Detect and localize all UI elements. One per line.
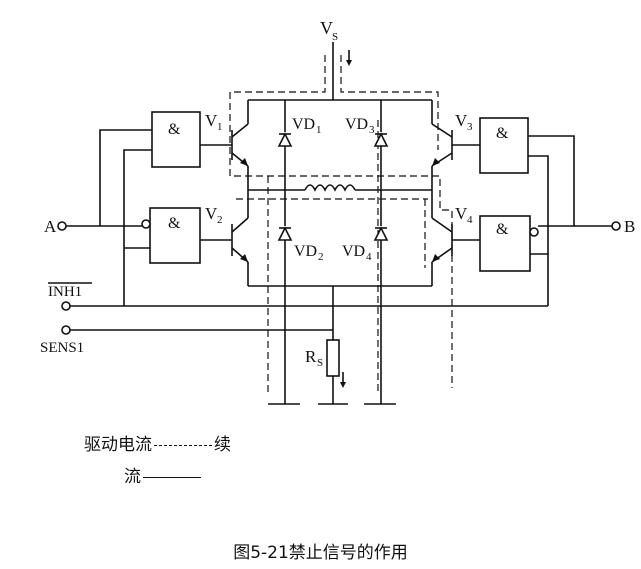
rs-label-sub: S [317,357,323,369]
v4-label: V [455,204,468,223]
ground-right [364,286,396,405]
vd1-label: VD [292,116,315,133]
diode-vd3: VD 3 [345,100,389,190]
vd4-label: VD [342,243,365,260]
motor-winding [248,184,432,192]
inh-tap-right [528,155,549,254]
and-symbol: & [496,125,509,142]
v1-label: V [205,111,218,130]
and-symbol: & [168,215,181,232]
v1-label-sub: 1 [217,121,223,133]
sens-label: SENS1 [40,340,84,356]
v2-label: V [205,204,218,223]
vd3-label: VD [345,116,368,133]
legend-drive: 驱动电流 续 [84,430,231,455]
diode-vd1: VD 1 [277,100,322,190]
v2-label-sub: 2 [217,214,223,226]
v4-label-sub: 4 [467,214,473,226]
figure-caption: 图5-21禁止信号的作用 [233,543,408,563]
transistor-v1: V 1 [200,100,249,190]
legend-cont-text-a: 续 [214,435,231,455]
diode-vd2: VD 2 [277,190,324,286]
and-symbol: & [168,121,181,138]
vs-label-sub: S [332,31,338,43]
legend-cont-line [143,476,201,478]
and-gate-lower-left: & [141,207,201,264]
transistor-v4: V 4 [431,190,480,286]
vd2-label: VD [294,243,317,260]
vd3-label-sub: 3 [369,124,375,136]
vd1-label-sub: 1 [316,124,322,136]
and-gate-upper-right: & [479,117,529,174]
drive-current-path [229,55,453,395]
transistor-v2: V 2 [200,190,249,286]
input-a: A [44,129,152,236]
input-b: B [574,217,635,236]
and-symbol: & [496,221,509,238]
vd2-label-sub: 2 [318,251,324,263]
b-label: B [624,217,635,236]
input-inh1: INH1 [48,282,548,311]
a-label: A [44,217,57,236]
vd4-label-sub: 4 [366,251,372,263]
legend-drive-line [154,444,212,446]
input-b-bus [528,135,575,227]
and-gate-upper-left: & [151,111,201,168]
inh-label: INH1 [48,284,82,300]
v3-label: V [455,111,468,130]
resistor-rs: R S [305,286,348,405]
rs-label: R [305,347,317,366]
transistor-v3: V 3 [431,100,480,190]
legend-cont-text-b: 流 [124,467,141,487]
ground-left [268,286,300,405]
and-gate-lower-right: & [479,215,539,272]
vs-supply: V S [320,18,352,100]
vs-label: V [320,18,333,38]
inh-bus-left [123,149,152,306]
diode-vd4: VD 4 [342,190,389,286]
legend-cont: 流 [124,462,203,487]
input-sens1: SENS1 [40,325,333,356]
v3-label-sub: 3 [467,121,473,133]
inh-bus-right [530,253,549,306]
legend-drive-text: 驱动电流 [84,435,152,455]
